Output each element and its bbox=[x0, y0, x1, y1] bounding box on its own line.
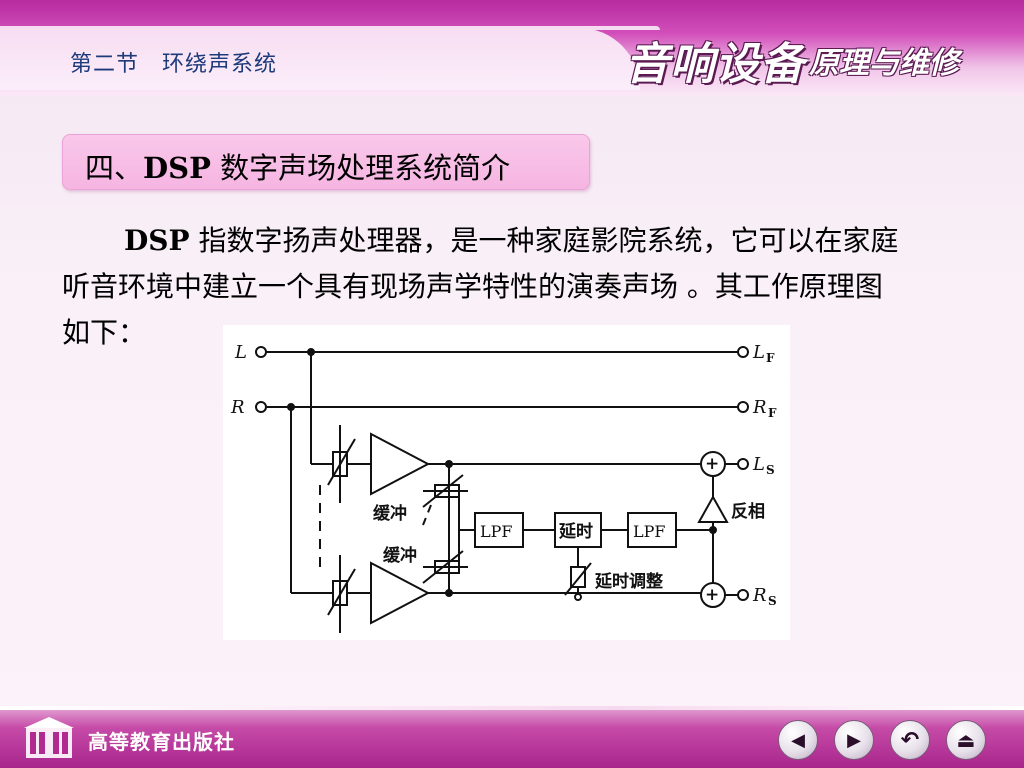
paragraph-line-1-text: 指数字扬声处理器，是一种家庭影院系统，它可以在家庭 bbox=[198, 224, 899, 257]
label-rs-main: R bbox=[752, 585, 767, 606]
label-ls-main: L bbox=[752, 454, 765, 475]
next-icon: ▶ bbox=[847, 729, 861, 751]
back-button[interactable]: ↶ bbox=[890, 720, 930, 760]
label-l-in: L bbox=[234, 342, 247, 363]
publisher-logo-icon bbox=[24, 717, 74, 758]
brand-logo: 音响设备 原理与维修 bbox=[625, 34, 1017, 90]
invert-amp bbox=[697, 494, 729, 523]
label-lf-sub: F bbox=[766, 351, 775, 365]
paragraph-line-3: 如下： bbox=[62, 316, 147, 349]
terminal-lf-out bbox=[737, 346, 749, 358]
label-buffer-bottom: 缓冲 bbox=[383, 545, 417, 566]
exit-button[interactable]: ⏏ bbox=[946, 720, 986, 760]
label-rf-sub: F bbox=[768, 406, 777, 420]
circuit-svg: L R L F R F L S R S + + 缓冲 缓冲 LPF 延时 LPF… bbox=[230, 342, 777, 633]
buffer-amp-bottom bbox=[370, 561, 431, 625]
exit-icon: ⏏ bbox=[956, 728, 976, 752]
label-rs-sub: S bbox=[768, 594, 777, 608]
terminal-rs-out bbox=[737, 589, 749, 601]
dsp-circuit-diagram: L R L F R F L S R S + + 缓冲 缓冲 LPF 延时 LPF… bbox=[223, 325, 790, 640]
header-banner bbox=[0, 0, 1024, 96]
publisher-name: 高等教育出版社 bbox=[88, 730, 235, 754]
terminal-rf-out bbox=[737, 401, 749, 413]
footer-highlight bbox=[0, 706, 1024, 710]
intro-paragraph: DSP 指数字扬声处理器，是一种家庭影院系统，它可以在家庭 听音环境中建立一个具… bbox=[62, 218, 992, 356]
label-buffer-top: 缓冲 bbox=[373, 503, 407, 524]
label-r-in: R bbox=[230, 397, 245, 418]
paragraph-lead-bold: DSP bbox=[124, 224, 190, 257]
paragraph-line-1: DSP 指数字扬声处理器，是一种家庭影院系统，它可以在家庭 bbox=[62, 218, 992, 264]
label-lpf-1: LPF bbox=[480, 522, 513, 541]
subtitle-prefix: 四、 bbox=[85, 151, 144, 185]
subtitle-box: 四、DSP 数字声场处理系统简介 bbox=[62, 134, 590, 190]
summer-bottom-plus: + bbox=[705, 585, 719, 605]
summer-top-plus: + bbox=[705, 454, 719, 474]
subtitle-bold: DSP bbox=[143, 151, 211, 185]
label-delay: 延时 bbox=[558, 521, 593, 542]
prev-icon: ◀ bbox=[791, 729, 805, 751]
label-lpf-2: LPF bbox=[633, 522, 666, 541]
header-title-band bbox=[0, 28, 640, 90]
terminal-l-in bbox=[255, 346, 267, 358]
section-title: 第二节 环绕声系统 bbox=[70, 52, 278, 77]
subtitle-text: 四、DSP 数字声场处理系统简介 bbox=[85, 145, 510, 187]
next-button[interactable]: ▶ bbox=[834, 720, 874, 760]
back-icon: ↶ bbox=[900, 727, 920, 753]
label-rf-main: R bbox=[752, 397, 767, 418]
label-delay-adjust: 延时调整 bbox=[594, 571, 663, 592]
subtitle-rest: 数字声场处理系统简介 bbox=[220, 151, 511, 185]
buffer-amp-top bbox=[370, 432, 431, 496]
label-invert: 反相 bbox=[731, 501, 765, 522]
paragraph-line-2: 听音环境中建立一个具有现场声学特性的演奏声场 。其工作原理图 bbox=[62, 270, 883, 303]
prev-button[interactable]: ◀ bbox=[778, 720, 818, 760]
label-lf-main: L bbox=[752, 342, 765, 363]
brand-main-text: 音响设备 bbox=[625, 39, 805, 90]
label-ls-sub: S bbox=[766, 463, 775, 477]
brand-sub-text: 原理与维修 bbox=[809, 46, 959, 81]
terminal-ls-out bbox=[737, 458, 749, 470]
terminal-r-in bbox=[255, 401, 267, 413]
